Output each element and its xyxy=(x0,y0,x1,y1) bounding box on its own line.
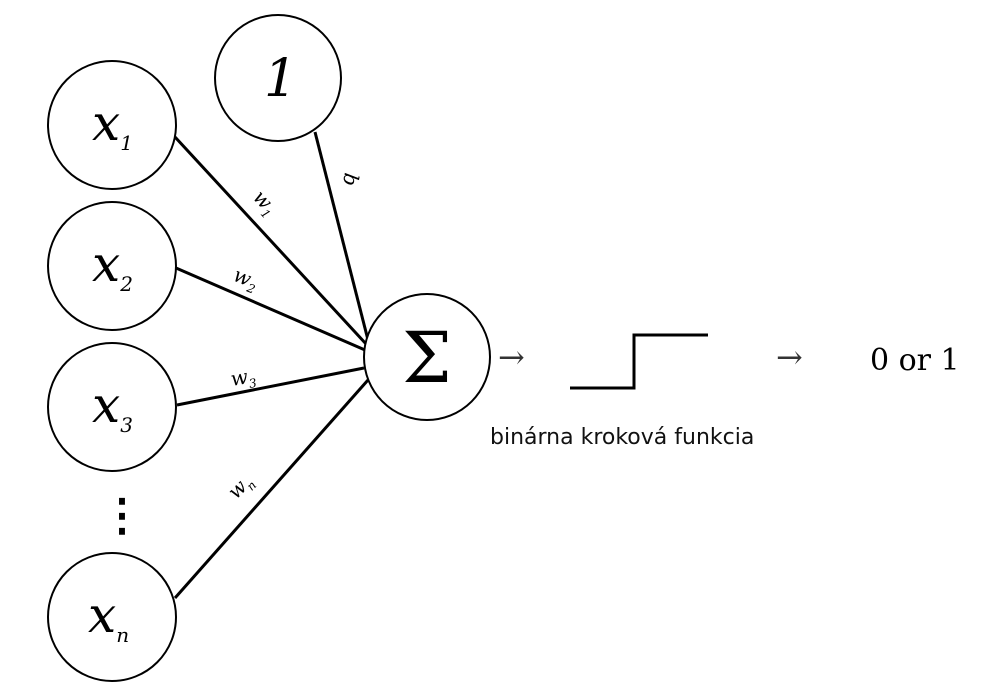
arrow-to-activation: → xyxy=(498,338,525,376)
weight-w1: w1 xyxy=(246,185,283,222)
edge-xn xyxy=(173,379,370,599)
weight-w3: w3 xyxy=(229,363,258,394)
input-label-xn: xn xyxy=(88,586,129,647)
arrow-to-output: → xyxy=(776,338,803,376)
output-label: 0 or 1 xyxy=(870,343,960,378)
input-node-xn xyxy=(47,552,177,682)
input-label-x2: x2 xyxy=(92,235,133,296)
sum-symbol: Σ xyxy=(402,317,452,399)
input-node-x3 xyxy=(47,342,177,472)
bias-weight-label: b xyxy=(338,171,364,188)
edge-x3 xyxy=(176,366,365,407)
input-label-x1: x1 xyxy=(92,94,133,155)
weight-wn: wn xyxy=(223,469,260,506)
input-node-x2 xyxy=(47,201,177,331)
edge-bias xyxy=(313,131,370,341)
edge-x2 xyxy=(175,266,366,352)
input-node-x1 xyxy=(47,60,177,190)
bias-node xyxy=(214,14,342,142)
ellipsis-dots: ⋮ xyxy=(100,490,144,541)
bias-node-label: 1 xyxy=(264,49,297,109)
step-function-graph xyxy=(570,333,708,390)
activation-caption: binárna kroková funkcia xyxy=(490,425,754,450)
edge-x1 xyxy=(173,135,369,347)
input-label-x3: x3 xyxy=(92,376,133,437)
sum-node xyxy=(363,293,491,421)
